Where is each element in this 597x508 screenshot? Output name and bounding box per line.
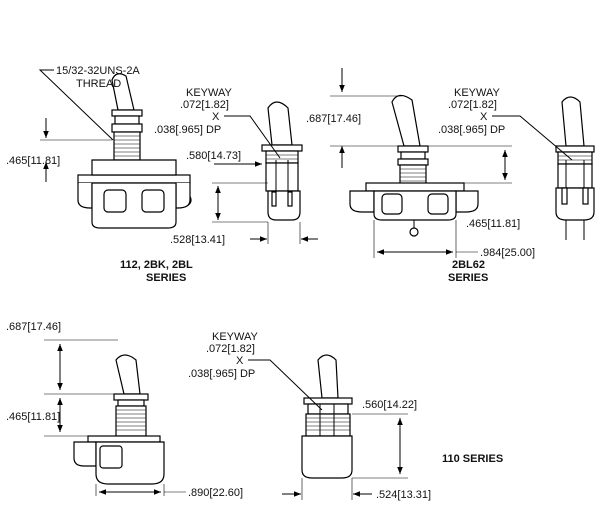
keyway1-size: .072[1.82]	[180, 99, 229, 111]
switch-112-front	[77, 73, 192, 229]
keyway3-label: KEYWAY	[212, 331, 259, 343]
thread-leader	[38, 69, 114, 141]
switch-112-side	[261, 101, 303, 221]
thread-label: 15/32-32UNS-2A	[56, 65, 140, 77]
dim-687-c-label: .687[17.46]	[6, 321, 61, 333]
dim-465-b-label: .465[11.81]	[466, 218, 520, 230]
keyway3-leader	[248, 359, 323, 411]
keyway2-depth: .038[.965] DP	[438, 124, 505, 136]
series-112-label-2: SERIES	[146, 272, 186, 284]
dim-984-label: .984[25.00]	[480, 247, 535, 259]
switch-2bl62-front	[349, 94, 479, 237]
keyway1-depth: .038[.965] DP	[154, 124, 221, 136]
keyway2-label: KEYWAY	[454, 87, 501, 99]
keyway1-leader	[224, 115, 281, 159]
dim-528-label: .528[13.41]	[170, 234, 225, 246]
series-112-label: 112, 2BK, 2BL	[120, 259, 193, 271]
keyway3-depth: .038[.965] DP	[188, 368, 255, 380]
dim-465-c-label: .465[11.81]	[6, 411, 60, 423]
switch-2bl62-side	[555, 96, 595, 240]
dim-687-b-label: .687[17.46]	[306, 113, 361, 125]
series-2bl62-label-2: SERIES	[448, 272, 488, 284]
dim-560-label: .560[14.22]	[362, 399, 417, 411]
switch-110	[301, 354, 353, 479]
series-2bl62-label: 2BL62	[452, 259, 485, 271]
dim-580-label: .580[14.73]	[186, 150, 241, 162]
dim-524-label: .524[13.31]	[376, 489, 431, 501]
dim-890-label: .890[22.60]	[188, 487, 243, 499]
keyway3-size: .072[1.82]	[206, 343, 255, 355]
keyway1-x: X	[212, 111, 220, 123]
keyway2-size: .072[1.82]	[448, 99, 497, 111]
series-110-label: 110 SERIES	[442, 453, 503, 465]
dim-465-a-label: .465[11.81]	[6, 155, 60, 167]
keyway3-x: X	[236, 355, 244, 367]
keyway2-leader	[492, 115, 573, 161]
switch-lower-left	[73, 354, 165, 485]
keyway1-label: KEYWAY	[186, 87, 233, 99]
thread-label-2: THREAD	[76, 78, 121, 90]
keyway2-x: X	[480, 111, 488, 123]
